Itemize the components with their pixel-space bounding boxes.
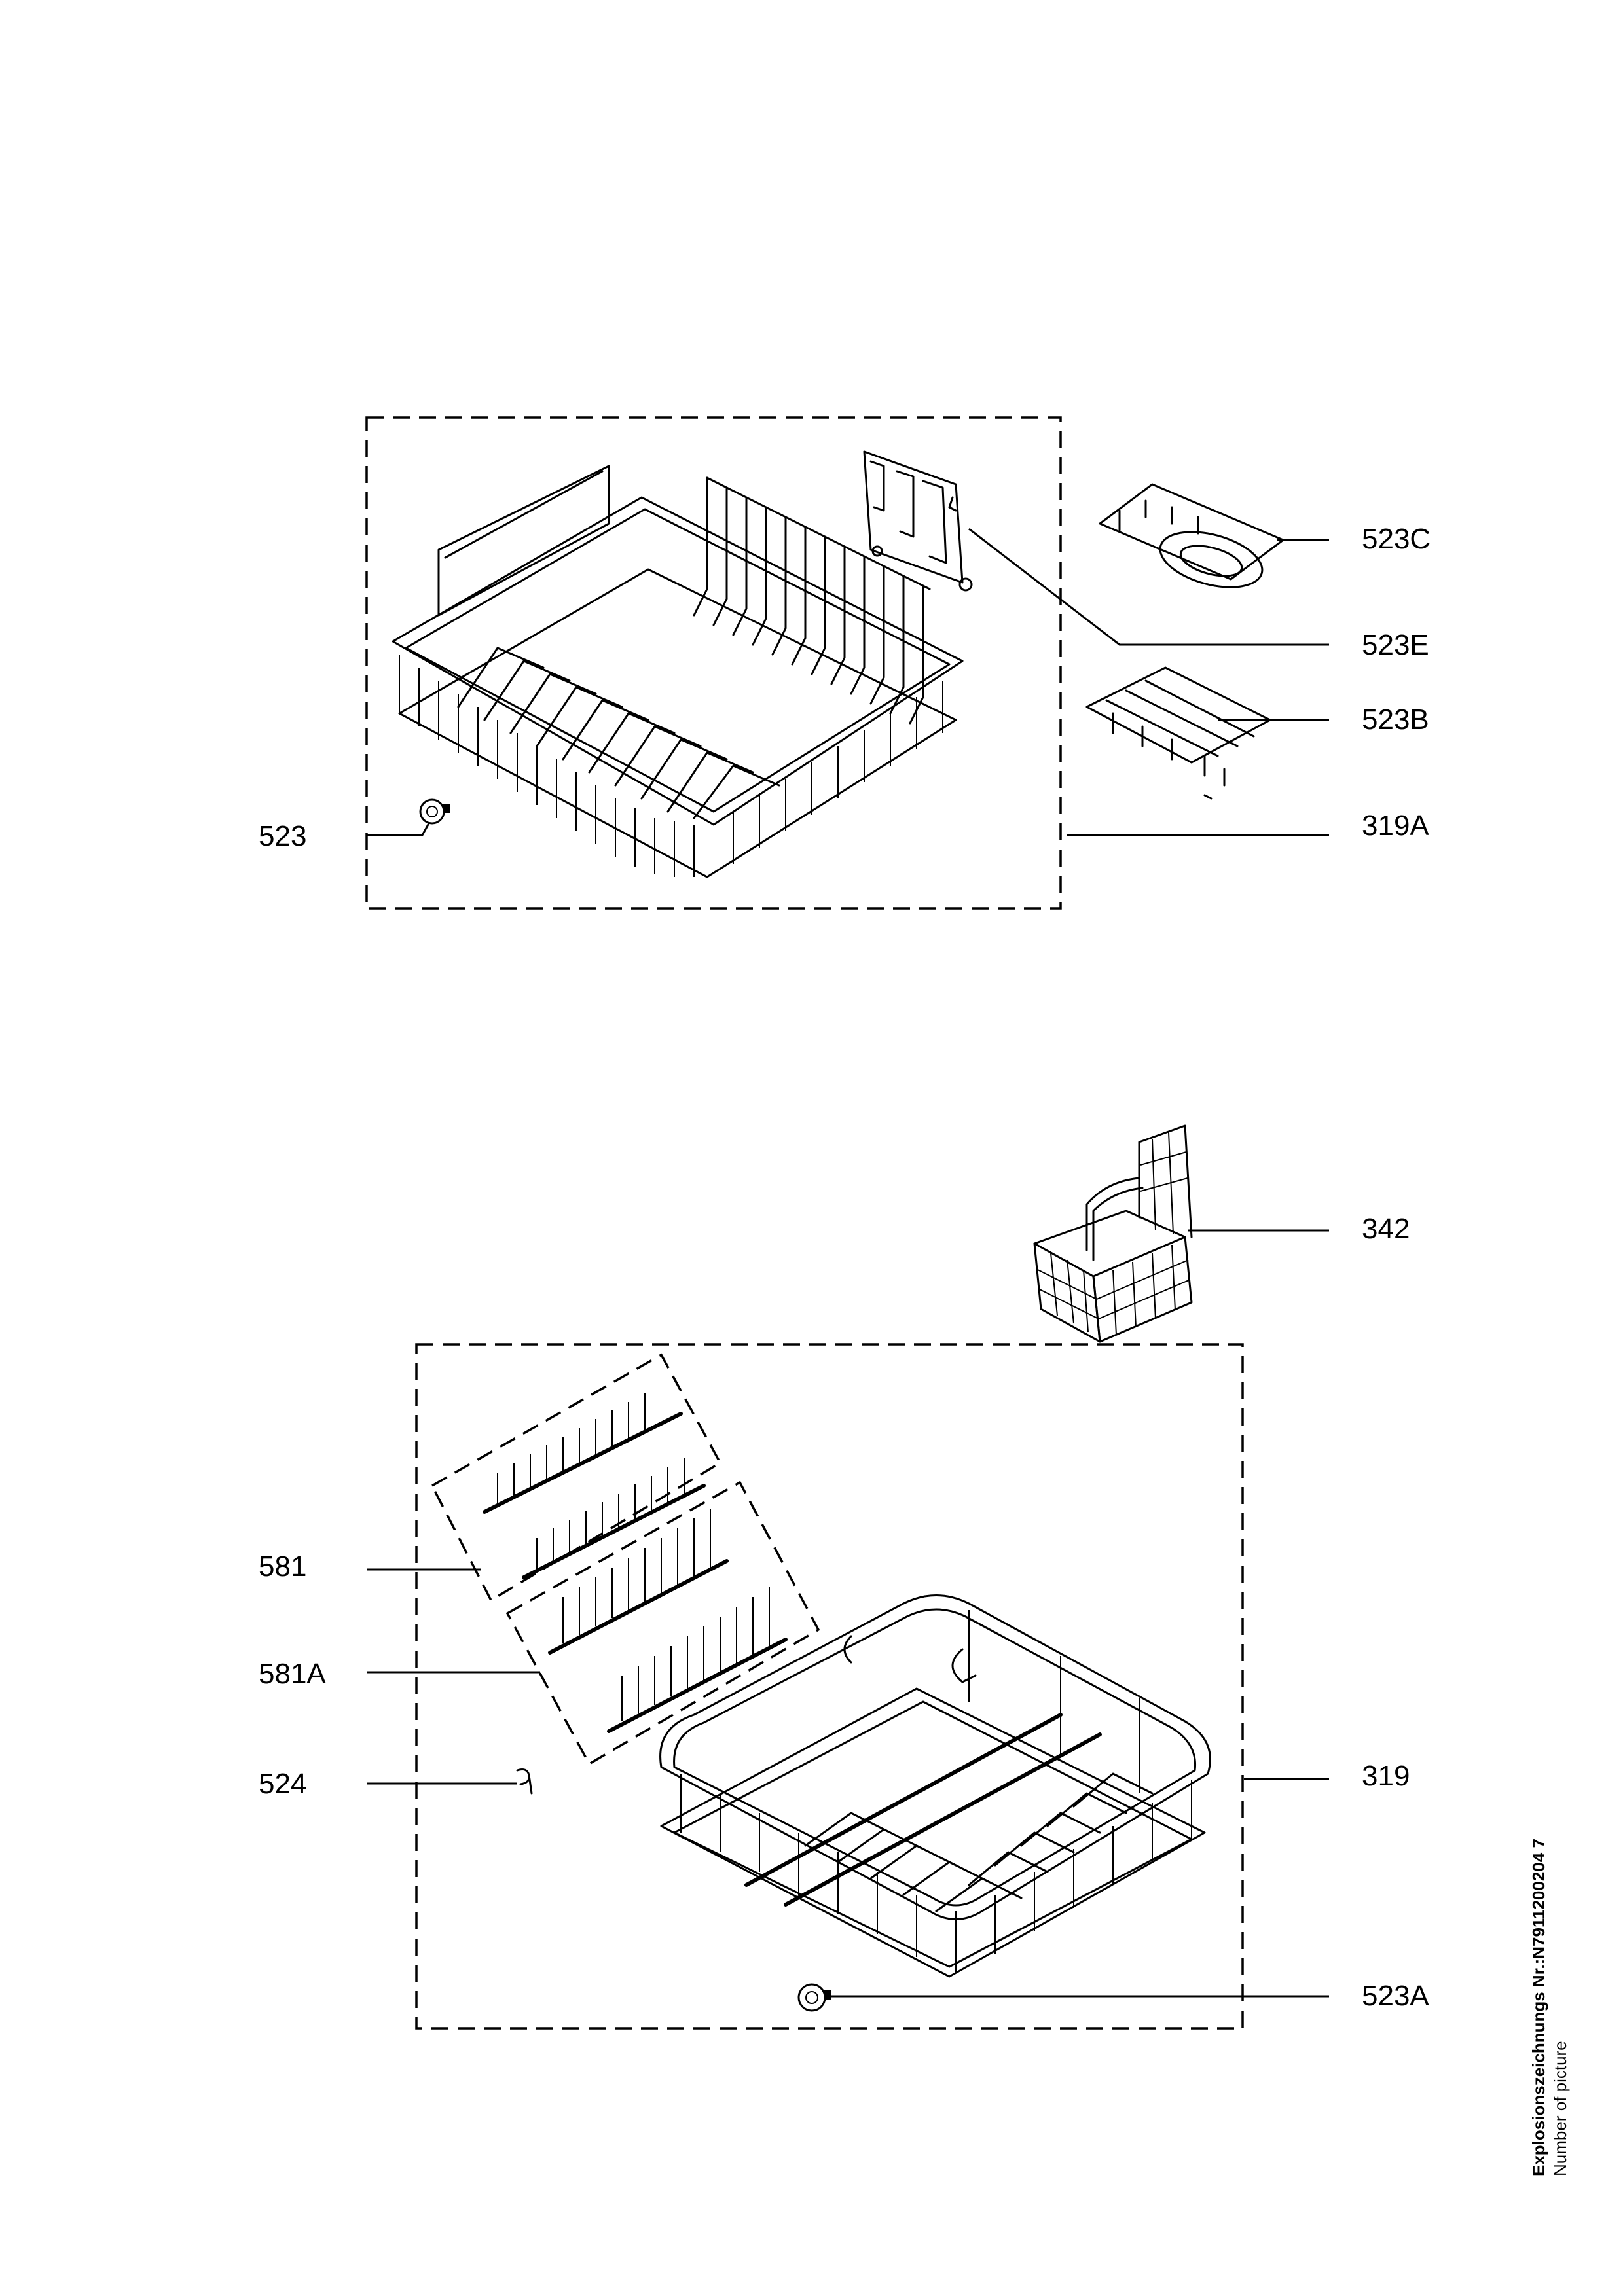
- label-319A: 319A: [1362, 810, 1429, 842]
- label-319: 319: [1362, 1760, 1410, 1792]
- part-523-knob: [419, 798, 450, 825]
- upper-basket: [392, 465, 964, 878]
- label-523B: 523B: [1362, 704, 1429, 736]
- part-581-tine-insert: [430, 1353, 722, 1602]
- part-342-cutlery-basket: [1033, 1124, 1193, 1343]
- label-524: 524: [259, 1768, 306, 1800]
- label-523: 523: [259, 820, 306, 852]
- drawing-number-label: Explosionszeichnungs Nr.:N7911200204 7: [1529, 1839, 1548, 2176]
- part-581A-tine-insert: [505, 1480, 820, 1766]
- part-524-clip: [516, 1768, 533, 1795]
- label-523C: 523C: [1362, 523, 1431, 555]
- leader-523: [367, 823, 430, 836]
- part-523A-knob: [797, 1983, 831, 2012]
- label-581: 581: [259, 1551, 306, 1583]
- number-of-picture-label: Number of picture: [1550, 2041, 1570, 2176]
- label-523E: 523E: [1362, 629, 1429, 661]
- part-319-lower-basket: [659, 1594, 1211, 1978]
- part-523C-clip: [1099, 483, 1285, 588]
- lower-basket-group-frame: [415, 1343, 1244, 2030]
- label-342: 342: [1362, 1213, 1410, 1245]
- upper-basket-group-frame: [365, 416, 1062, 910]
- part-523E-insert: [863, 450, 973, 592]
- leader-523E: [968, 528, 1329, 646]
- part-523B-rack: [1085, 666, 1271, 800]
- label-523A: 523A: [1362, 1980, 1429, 2012]
- label-581A: 581A: [259, 1658, 326, 1690]
